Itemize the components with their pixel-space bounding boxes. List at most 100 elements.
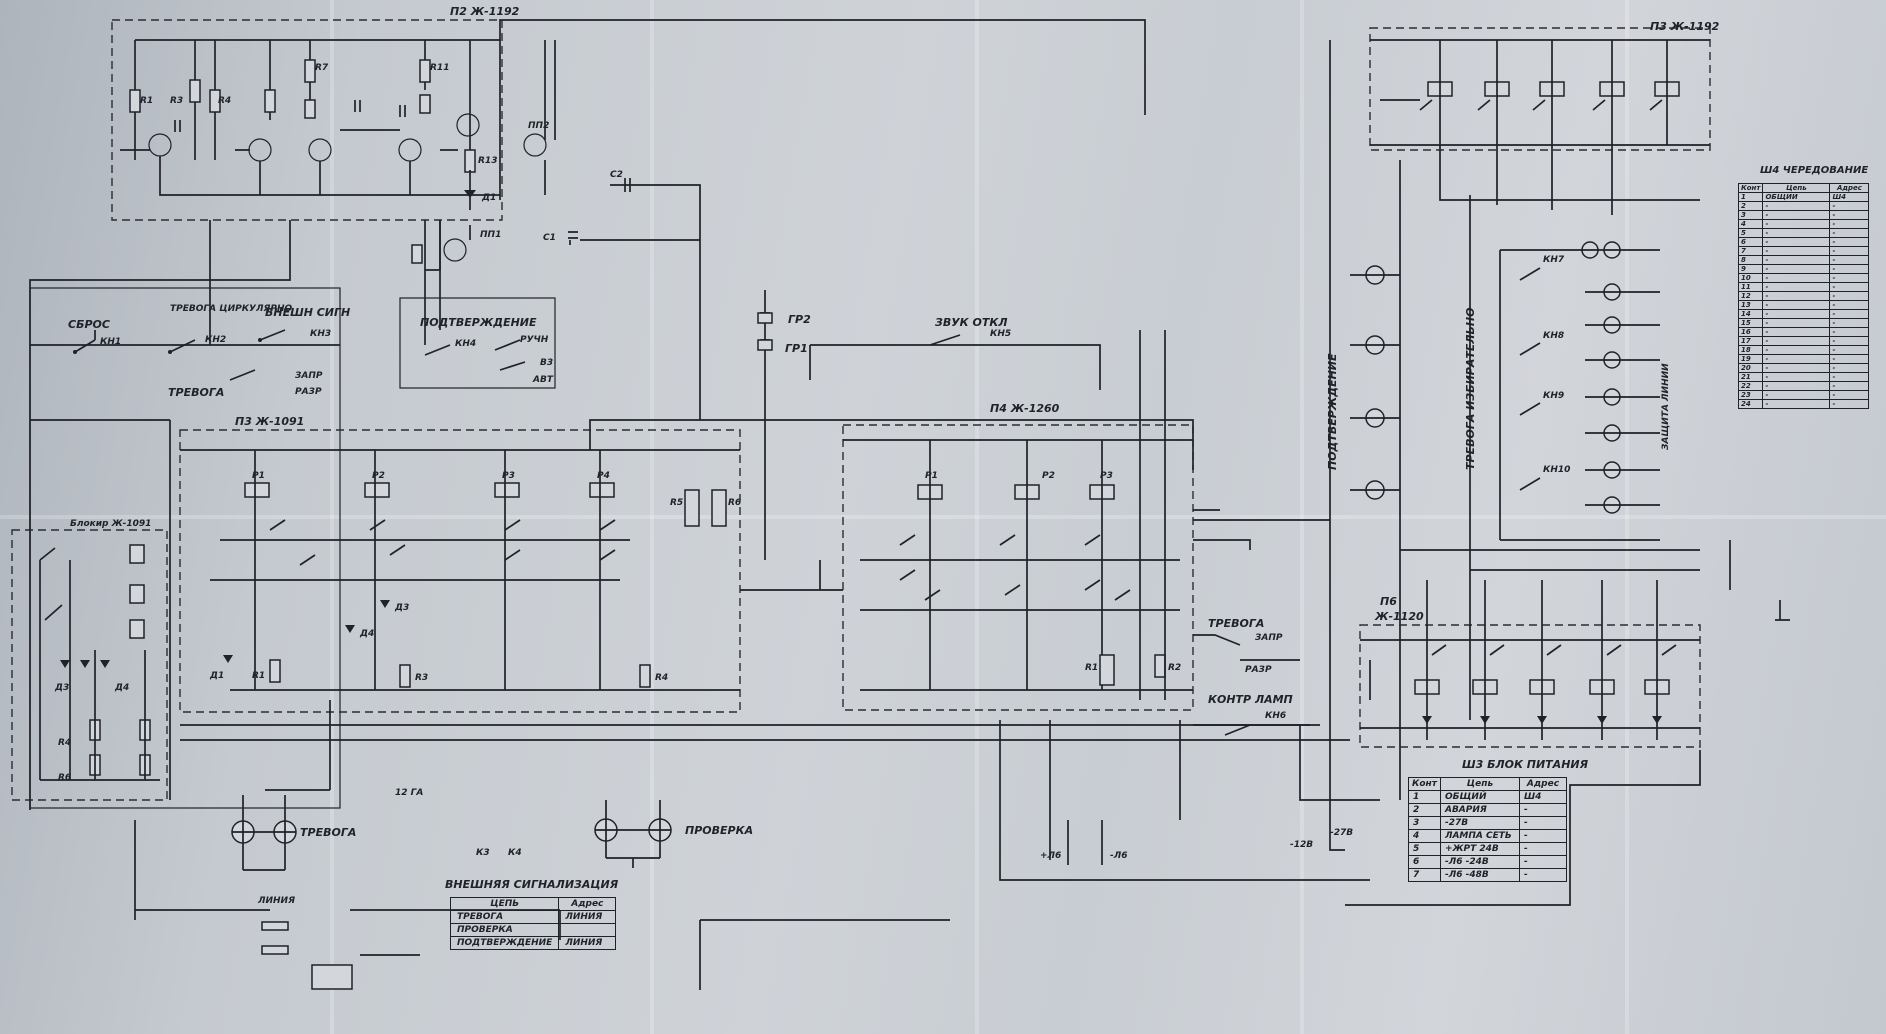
power-table-title: Ш3 БЛОК ПИТАНИЯ [1462, 758, 1589, 771]
table-cell: - [1518, 855, 1567, 869]
table-cell: - [1762, 201, 1831, 211]
table-cell: 2 [1737, 201, 1764, 211]
table-cell: - [1829, 255, 1870, 265]
table-row: 3-- [1737, 210, 1870, 220]
svg-text:R6: R6 [58, 773, 71, 783]
svg-text:R2: R2 [1168, 663, 1181, 673]
table-row: 12-- [1737, 291, 1870, 301]
right-indicator-lamps: ПОДТВЕРЖДЕНИЕ ТРЕВОГА ИЗБИРАТЕЛЬНО ЗАЩИТ… [1326, 241, 1671, 541]
buzzers: ГР2 ГР1 [757, 290, 811, 560]
table-cell: 12 [1737, 291, 1764, 301]
table-header: Адрес [1518, 777, 1567, 791]
table-cell: ПОДТВЕРЖДЕНИЕ [449, 936, 560, 950]
avt-label: АВТ [532, 375, 554, 385]
svg-text:R13: R13 [478, 156, 497, 166]
table-cell: - [1762, 282, 1831, 292]
svg-text:ПП2: ПП2 [528, 121, 549, 131]
table-row: 11-- [1737, 282, 1870, 292]
table-cell: - [1518, 868, 1567, 882]
table-row: 4-- [1737, 219, 1870, 229]
table-row: 7-- [1737, 246, 1870, 256]
table-cell: -Л6 -24В [1439, 855, 1520, 869]
table-row: 3-27В- [1408, 816, 1567, 830]
trevoga-right-label: ТРЕВОГА [1208, 617, 1264, 630]
module-right-top-label: П3 Ж-1192 [1650, 20, 1720, 33]
svg-text:R3: R3 [415, 673, 428, 683]
table-cell: - [1518, 842, 1567, 856]
svg-text:R1: R1 [140, 96, 153, 106]
svg-text:Р3: Р3 [502, 471, 515, 481]
svg-text:КН3: КН3 [310, 329, 331, 339]
table-cell: - [1762, 291, 1831, 301]
table-cell: 4 [1737, 219, 1764, 229]
table-cell: - [1829, 336, 1870, 346]
table-cell: - [1829, 201, 1870, 211]
table-cell: 8 [1737, 255, 1764, 265]
razr-right-label: РАЗР [1245, 665, 1272, 675]
table-cell: 3 [1737, 210, 1764, 220]
svg-text:Д4: Д4 [114, 683, 129, 693]
table-cell: - [1762, 273, 1831, 283]
module-top: П2 Ж-1192 R1 R3 R4 R7 R11 [111, 5, 1146, 330]
table-cell: - [1762, 363, 1831, 373]
table-header: Конт [1408, 777, 1441, 791]
svg-text:Р3: Р3 [1100, 471, 1113, 481]
table-row: 6-- [1737, 237, 1870, 247]
table-row: 10-- [1737, 273, 1870, 283]
connector-table-title: Ш4 ЧЕРЕДОВАНИЕ [1760, 165, 1869, 176]
svg-text:КН2: КН2 [205, 335, 226, 345]
line-terminals: ЛИНИЯ [257, 896, 353, 990]
table-cell: - [1829, 291, 1870, 301]
table-cell: - [1829, 309, 1870, 319]
table-cell: - [1762, 354, 1831, 364]
k4-label: К4 [508, 848, 522, 858]
table-cell: - [1762, 246, 1831, 256]
table-cell: ПРОВЕРКА [449, 923, 560, 937]
paper-fold [1300, 0, 1304, 1034]
svg-text:C2: C2 [610, 170, 623, 180]
table-cell: 18 [1737, 345, 1764, 355]
kontr-lamp-label: КОНТР ЛАМП [1208, 693, 1293, 706]
table-row: 15-- [1737, 318, 1870, 328]
svg-text:Р2: Р2 [372, 471, 385, 481]
table-row: 21-- [1737, 372, 1870, 382]
table-cell: - [1762, 372, 1831, 382]
lamps-bottom: ТРЕВОГА ПРОВЕРКА 12 ГА К3 К4 [231, 788, 753, 871]
table-cell: - [1762, 309, 1831, 319]
table-cell: - [1762, 237, 1831, 247]
svg-text:R3: R3 [170, 96, 183, 106]
table-cell: Ш4 [1829, 192, 1870, 202]
table-cell: ЛИНИЯ [558, 910, 617, 924]
module-right-top: П3 Ж-1192 [1329, 20, 1720, 851]
table-header: Цепь [1762, 183, 1831, 193]
alarm-switch-right: ТРЕВОГА ЗАПР РАЗР КОНТР ЛАМП КН6 [1193, 617, 1310, 736]
zashita-linii-label: ЗАЩИТА ЛИНИИ [1661, 363, 1671, 450]
table-cell: 4 [1408, 829, 1441, 843]
table-row: 5-- [1737, 228, 1870, 238]
table-cell: - [1829, 390, 1870, 400]
table-cell: - [1762, 219, 1831, 229]
module-right-bottom: П6 Ж-1120 [1359, 549, 1701, 748]
table-cell: - [1762, 327, 1831, 337]
module-mid-label: П4 Ж-1260 [990, 402, 1060, 415]
table-cell: - [1829, 327, 1870, 337]
table-cell: - [1829, 300, 1870, 310]
svg-text:КН7: КН7 [1543, 255, 1565, 265]
table-row: ПРОВЕРКА [449, 923, 617, 937]
sound-off-switch: ЗВУК ОТКЛ КН5 [809, 316, 1101, 390]
table-cell: 17 [1737, 336, 1764, 346]
ruchn-label: РУЧН [520, 335, 549, 345]
svg-text:C1: C1 [543, 233, 556, 243]
table-cell: 9 [1737, 264, 1764, 274]
svg-text:Р1: Р1 [925, 471, 938, 481]
table-cell: Ш4 [1518, 790, 1567, 804]
table-cell: - [1829, 345, 1870, 355]
table-cell: 6 [1737, 237, 1764, 247]
table-row: 18-- [1737, 345, 1870, 355]
table-header: Конт [1737, 183, 1764, 193]
table-cell: 3 [1408, 816, 1441, 830]
table-row: 23-- [1737, 390, 1870, 400]
table-cell: - [1762, 390, 1831, 400]
